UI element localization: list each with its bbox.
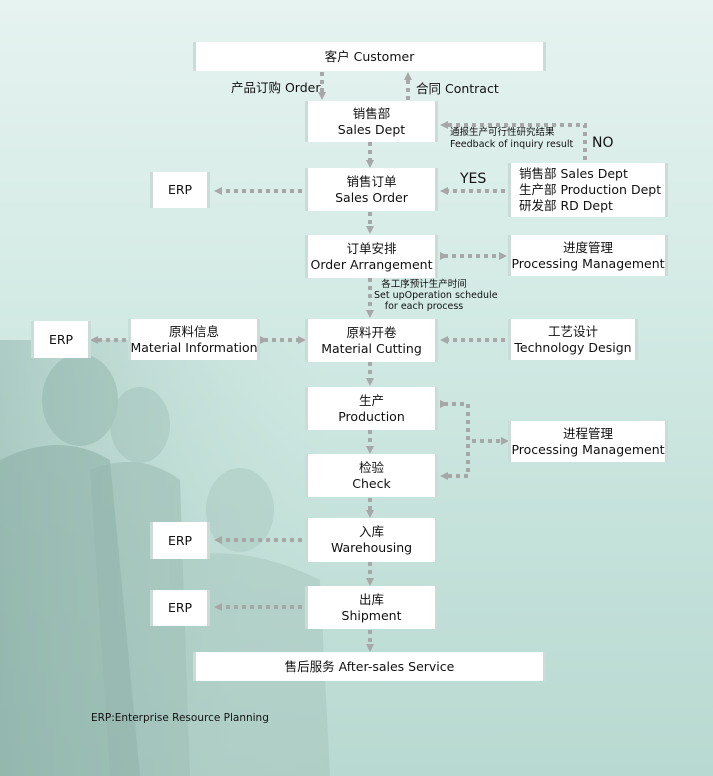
schedule-label-cn: 各工序预计生产时间 [381,279,467,290]
warehousing-box: 入库 Warehousing [305,518,438,562]
erp-label-2: ERP [48,331,74,347]
dept-sales: 销售部 Sales Dept [519,166,628,181]
departments-box: 销售部 Sales Dept 生产部 Production Dept 研发部 R… [508,163,668,217]
arrow-bracket-production [440,400,470,480]
technology-design-en: Technology Design [514,339,632,355]
warehousing-cn: 入库 [358,524,384,539]
processing-management-1-en: Processing Management [511,255,665,271]
schedule-label-en-2: for each process [384,301,464,312]
shipment-en: Shipment [341,607,402,623]
product-order-label: 产品订购 Order [231,80,321,95]
material-cutting-en: Material Cutting [321,340,422,356]
erp-box-sales-order: ERP [150,172,210,208]
warehousing-en: Warehousing [330,540,413,555]
after-sales-label: 售后服务 After-sales Service [284,658,455,674]
check-box: 检验 Check [305,454,438,497]
sales-dept-box: 销售部 Sales Dept [305,101,438,142]
processing-management-box-1: 进度管理 Processing Management [508,235,668,276]
no-label: NO [592,135,614,151]
technology-design-box: 工艺设计 Technology Design [508,319,638,360]
sales-dept-en: Sales Dept [337,121,406,137]
check-en: Check [352,475,391,491]
sales-order-box: 销售订单 Sales Order [305,168,438,211]
customer-box: 客户 Customer [193,42,546,71]
feedback-label-cn: 通报生产可行性研究结果 [450,127,555,138]
erp-label-1: ERP [167,182,193,197]
dept-production: 生产部 Production Dept [519,182,662,197]
erp-footnote: ERP:Enterprise Resource Planning [91,712,269,724]
feedback-label-en: Feedback of inquiry result [450,139,574,150]
schedule-label: 各工序预计生产时间 Set upOperation schedule for e… [374,279,498,312]
schedule-label-en-1: Set upOperation schedule [374,290,498,301]
yes-label: YES [460,171,487,187]
processing-management-2-cn: 进程管理 [562,425,613,441]
processing-management-1-cn: 进度管理 [562,239,613,255]
erp-label-3: ERP [167,532,193,548]
order-arrangement-box: 订单安排 Order Arrangement [305,235,438,278]
technology-design-cn: 工艺设计 [547,323,598,339]
material-cutting-box: 原料开卷 Material Cutting [305,319,438,362]
order-arrangement-en: Order Arrangement [310,256,433,272]
erp-box-warehousing: ERP [150,522,210,559]
arrow-no-feedback [440,121,587,160]
material-information-en: Material Information [130,339,258,355]
processing-management-2-en: Processing Management [511,441,665,457]
material-information-cn: 原料信息 [168,323,219,339]
erp-box-material: ERP [31,321,91,358]
sales-order-en: Sales Order [335,189,408,205]
erp-label-4: ERP [167,600,193,615]
erp-box-shipment: ERP [150,590,210,626]
sales-dept-cn: 销售部 [352,105,391,121]
order-arrangement-cn: 订单安排 [346,240,397,256]
production-en: Production [338,408,405,424]
dept-rd: 研发部 RD Dept [519,198,613,213]
processing-management-box-2: 进程管理 Processing Management [508,421,668,462]
production-box: 生产 Production [305,387,438,430]
material-cutting-cn: 原料开卷 [346,324,397,340]
after-sales-box: 售后服务 After-sales Service [193,652,546,681]
shipment-cn: 出库 [358,591,384,607]
sales-order-cn: 销售订单 [346,173,397,189]
shipment-box: 出库 Shipment [305,586,438,629]
check-cn: 检验 [358,459,384,475]
material-information-box: 原料信息 Material Information [128,319,260,360]
customer-label: 客户 Customer [324,48,415,64]
production-cn: 生产 [358,392,384,408]
contract-label: 合同 Contract [416,81,499,96]
